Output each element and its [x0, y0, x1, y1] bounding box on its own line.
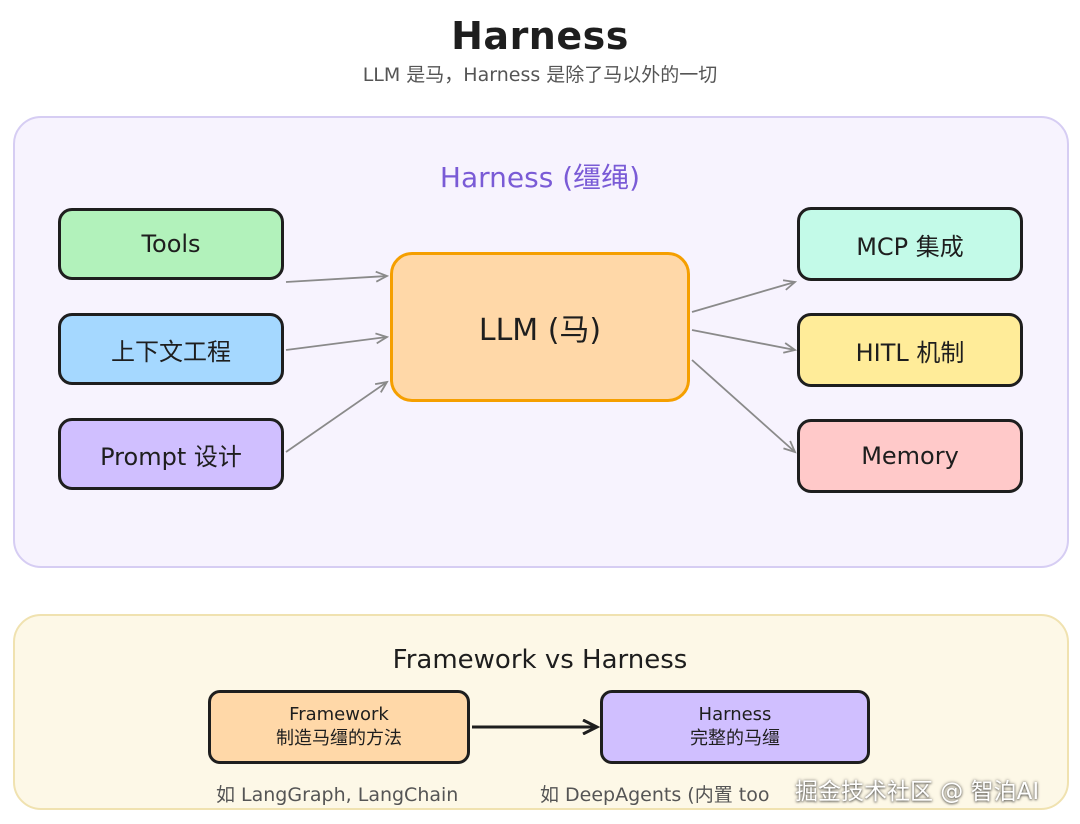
harness-panel-title: Harness (缰绳): [439, 161, 641, 194]
hitl-box: HITL 机制: [797, 313, 1023, 387]
arrow-context-to-llm: [285, 337, 387, 351]
framework-panel: [13, 614, 1069, 810]
memory-box: Memory: [797, 419, 1023, 493]
harness-box-line2: 完整的马缰: [690, 728, 780, 749]
prompt-design-label: Prompt 设计: [100, 442, 242, 471]
llm-label: LLM (马): [478, 313, 602, 348]
arrow-prompt-to-llm: [285, 382, 387, 453]
arrow-llm-to-mcp: [691, 282, 795, 313]
arrow-llm-to-memory: [691, 359, 795, 452]
framework-box: Framework 制造马缰的方法: [208, 690, 470, 764]
diagram-title: Harness: [451, 14, 629, 58]
arrow-tools-to-llm: [285, 276, 387, 283]
framework-box-line2: 制造马缰的方法: [276, 728, 402, 749]
framework-box-line1: Framework: [289, 704, 389, 725]
context-engineering-box: 上下文工程: [58, 313, 284, 385]
watermark: 掘金技术社区 @ 智泊AI: [795, 779, 1040, 805]
harness-box-line1: Harness: [698, 704, 772, 725]
mcp-label: MCP 集成: [856, 232, 964, 261]
tools-label: Tools: [141, 230, 201, 258]
harness-note: 如 DeepAgents (内置 too: [540, 784, 770, 806]
mcp-box: MCP 集成: [797, 207, 1023, 281]
hitl-label: HITL 机制: [855, 338, 965, 367]
memory-label: Memory: [861, 442, 959, 470]
arrow-llm-to-hitl: [691, 329, 795, 350]
framework-panel-title: Framework vs Harness: [392, 645, 688, 675]
tools-box: Tools: [58, 208, 284, 280]
harness-box: Harness 完整的马缰: [600, 690, 870, 764]
framework-note: 如 LangGraph, LangChain: [216, 784, 459, 806]
llm-box: LLM (马): [390, 252, 690, 402]
context-engineering-label: 上下文工程: [111, 337, 231, 366]
diagram-subtitle: LLM 是马，Harness 是除了马以外的一切: [362, 64, 718, 86]
prompt-design-box: Prompt 设计: [58, 418, 284, 490]
